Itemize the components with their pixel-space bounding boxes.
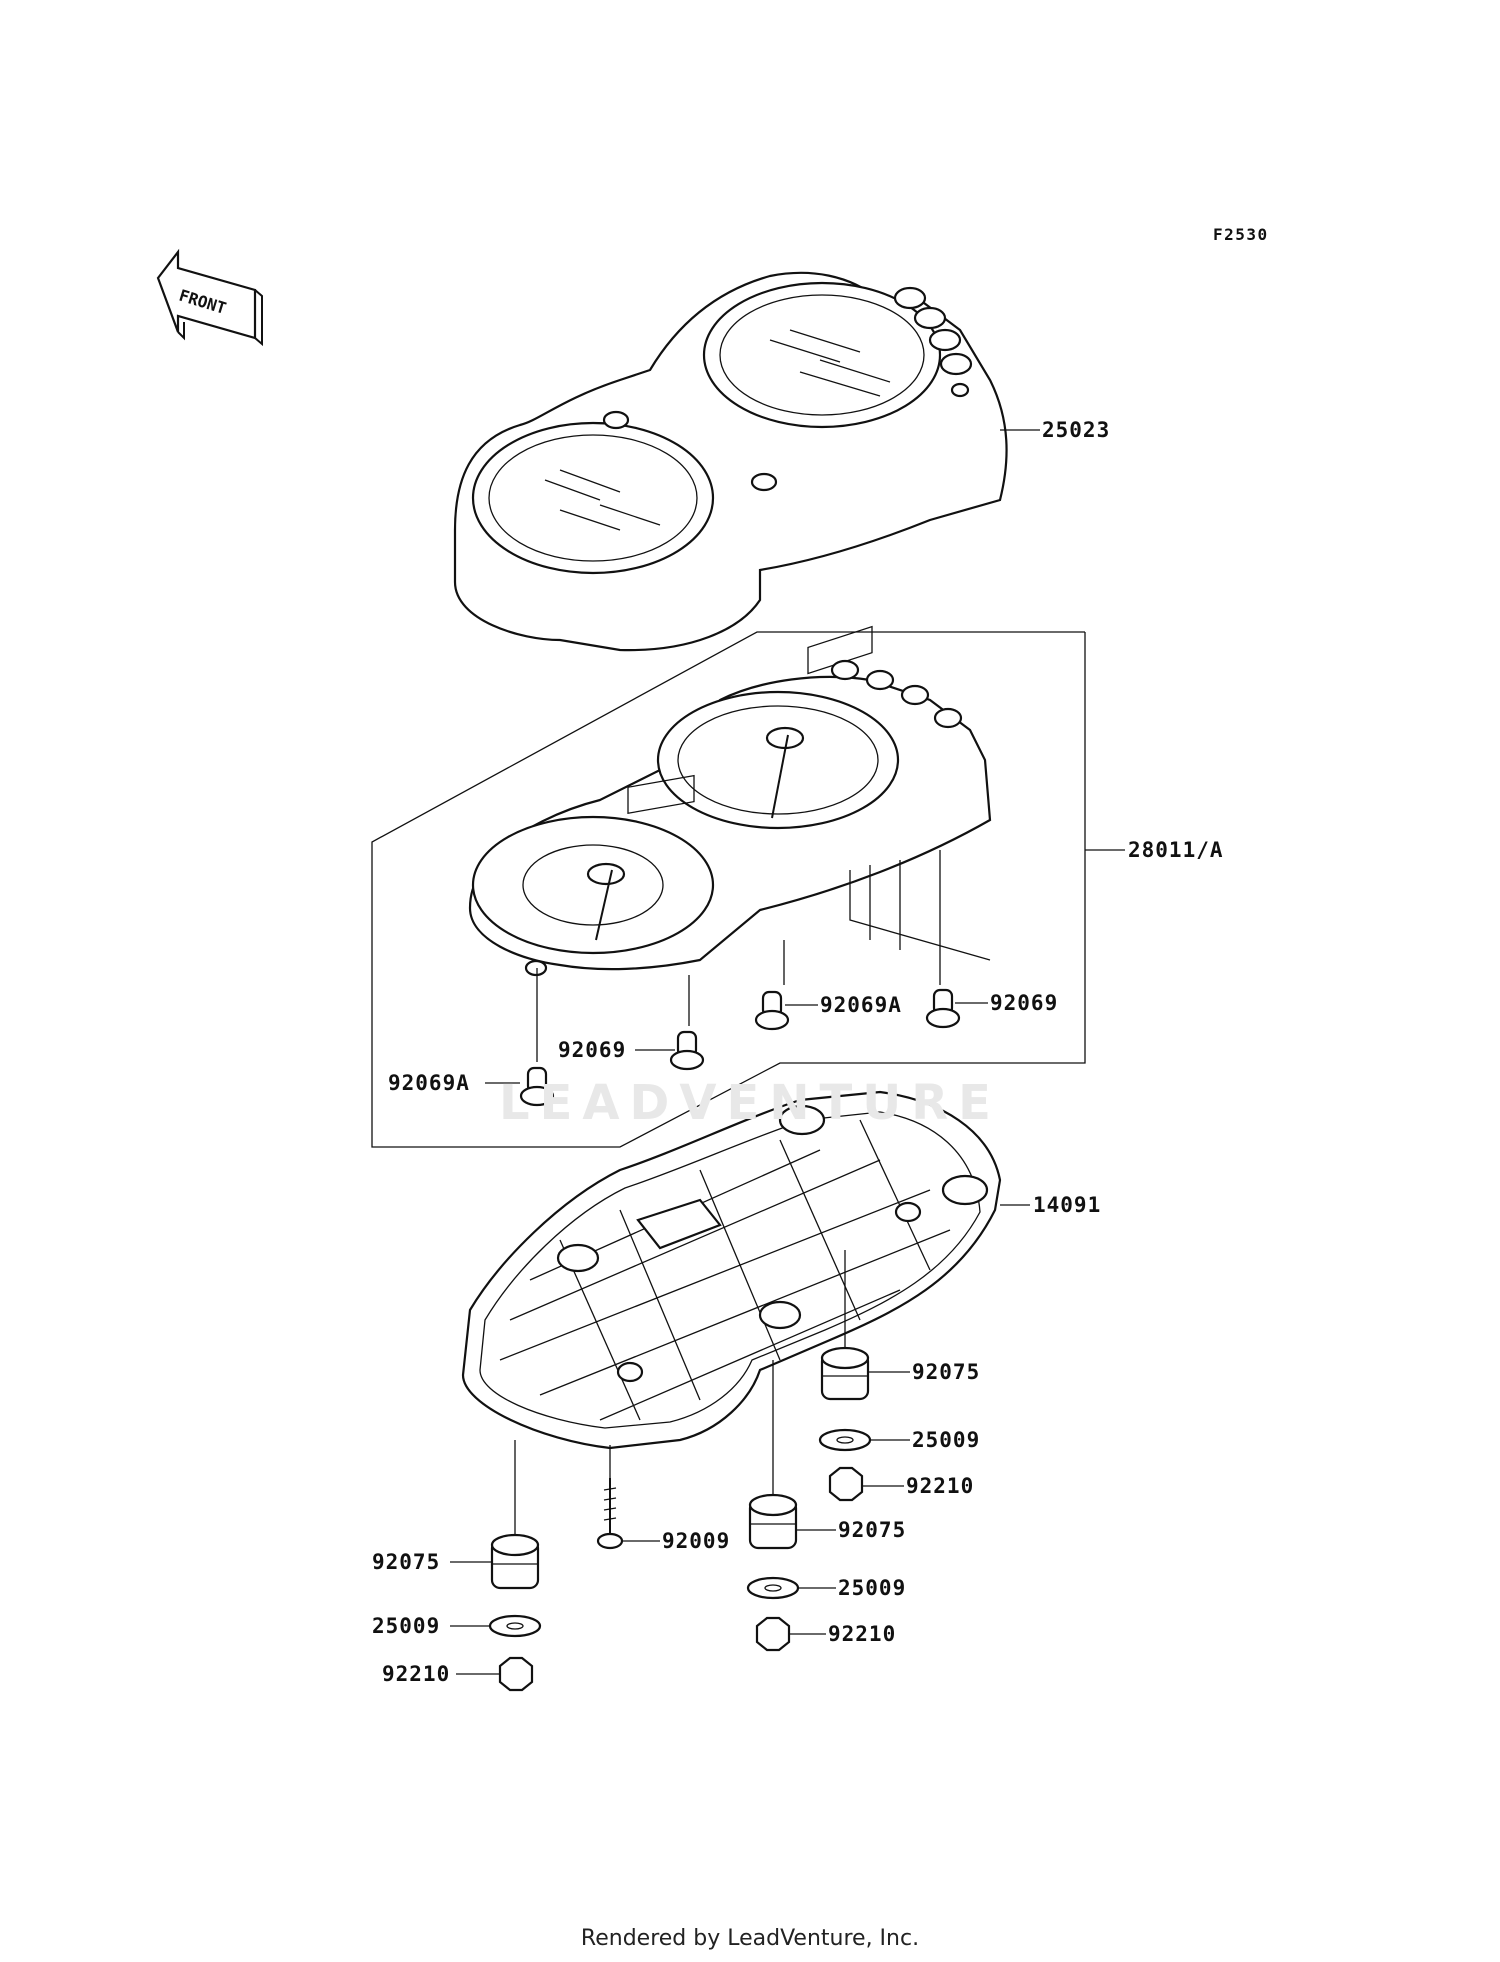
screw-92009 xyxy=(596,1478,624,1550)
grommet-92075-center xyxy=(748,1493,798,1550)
washer-25009-left xyxy=(488,1614,542,1638)
callout-92069-right: 92069 xyxy=(990,991,1059,1015)
callout-28011A: 28011/A xyxy=(1128,838,1224,862)
nut-92210-left xyxy=(498,1656,534,1692)
bulb-92069-right xyxy=(925,975,961,1029)
meter-cover-25023 xyxy=(453,271,1008,652)
callout-25009-left: 25009 xyxy=(372,1614,441,1638)
watermark: LEADVENTURE xyxy=(499,1075,1001,1131)
callout-92075-right-upper: 92075 xyxy=(912,1360,981,1384)
callout-14091: 14091 xyxy=(1033,1193,1102,1217)
callout-25023: 25023 xyxy=(1042,418,1111,442)
callout-92009: 92009 xyxy=(662,1529,731,1553)
callout-25009-right-upper: 25009 xyxy=(912,1428,981,1452)
callout-92210-right-upper: 92210 xyxy=(906,1474,975,1498)
grommet-92075-left xyxy=(490,1533,540,1590)
footer-credit: Rendered by LeadVenture, Inc. xyxy=(580,1926,920,1951)
bulb-92069A-right xyxy=(754,940,790,1031)
callout-92069-center: 92069 xyxy=(558,1038,627,1062)
callout-92069A-right: 92069A xyxy=(820,993,902,1017)
leader-lines xyxy=(450,429,1125,1675)
nut-92210-right-upper xyxy=(828,1466,864,1502)
callout-92210-center: 92210 xyxy=(828,1622,897,1646)
bulb-92069-center xyxy=(669,975,705,1071)
callout-92210-left: 92210 xyxy=(382,1662,451,1686)
nut-92210-center xyxy=(755,1616,791,1652)
bulb-92069A-left xyxy=(519,968,555,1107)
meter-assembly-28011A xyxy=(468,625,992,977)
washer-25009-right-upper xyxy=(818,1428,872,1452)
callout-92075-center: 92075 xyxy=(838,1518,907,1542)
front-arrow-icon: FRONT xyxy=(156,248,263,347)
meter-case-14091 xyxy=(461,1090,1002,1535)
assembly-bracket-28011A xyxy=(371,631,1086,1148)
callout-92069A-left: 92069A xyxy=(388,1071,470,1095)
callout-92075-left: 92075 xyxy=(372,1550,441,1574)
figure-id: F2530 xyxy=(1213,225,1269,244)
callout-25009-center: 25009 xyxy=(838,1576,907,1600)
washer-25009-center xyxy=(746,1576,800,1600)
grommet-92075-right-upper xyxy=(820,1346,870,1401)
